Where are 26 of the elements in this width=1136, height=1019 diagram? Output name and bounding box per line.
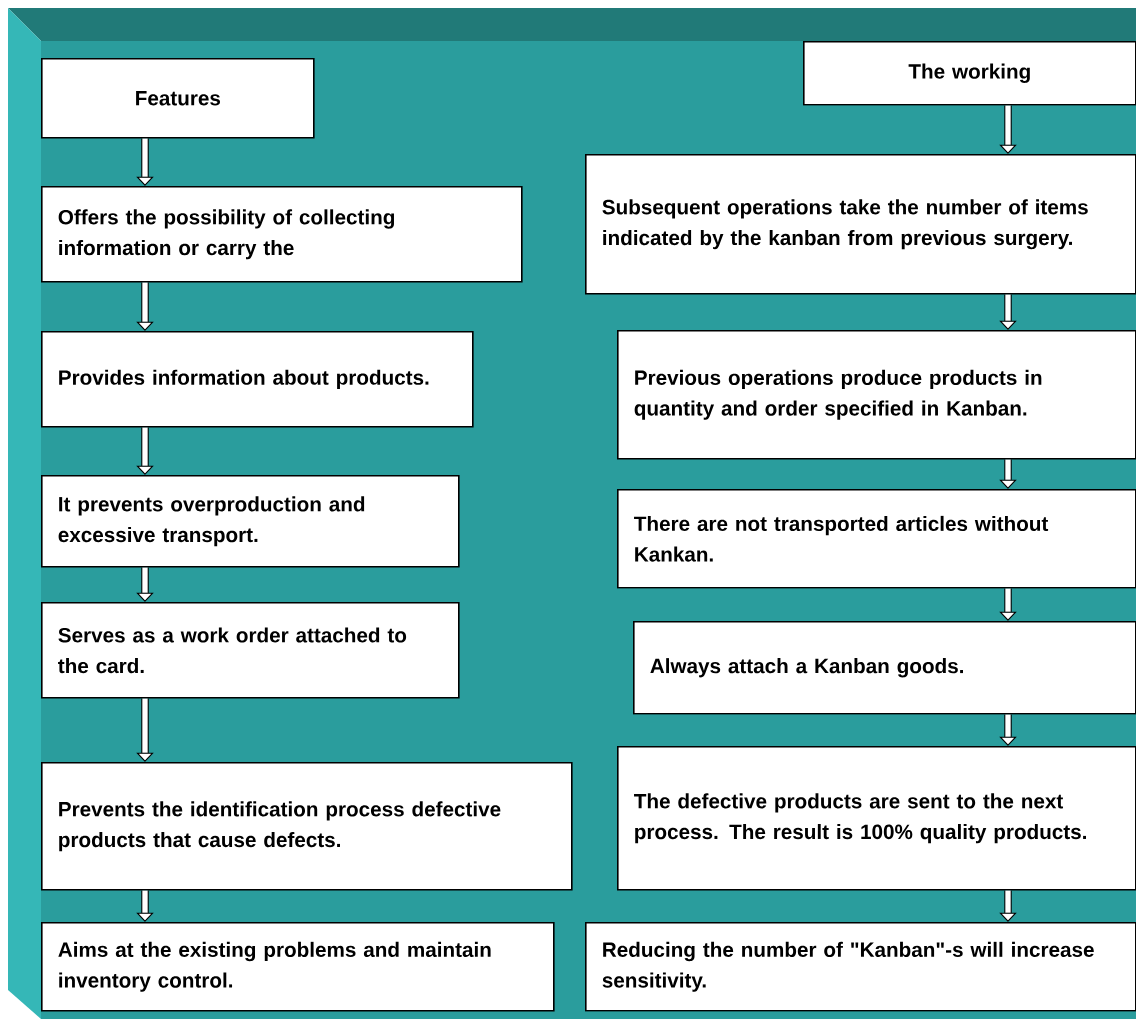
- arrow: [999, 294, 1017, 330]
- text-box: Reducing the number of "Kanban"-s will increase sensitivity.: [585, 922, 1136, 1012]
- text-box: Serves as a work order attached to the card.: [41, 602, 460, 699]
- arrow: [999, 105, 1017, 154]
- arrow: [136, 427, 154, 475]
- arrow: [136, 890, 154, 922]
- arrow: [999, 890, 1017, 922]
- text-box: Previous operations produce products in quantity and order specified in Kanban.: [617, 330, 1136, 460]
- text-box: Always attach a Kanban goods.: [633, 621, 1136, 715]
- arrow: [136, 282, 154, 331]
- text-box: Provides information about products.: [41, 331, 474, 428]
- arrow: [999, 588, 1017, 621]
- text-box: There are not transported articles without Kankan.: [617, 489, 1136, 589]
- arrow: [999, 714, 1017, 746]
- text-box: Features: [41, 58, 315, 139]
- text-box: Subsequent operations take the number of items indicated by the kanban from previous surgery.: [585, 154, 1136, 295]
- arrow: [136, 698, 154, 762]
- text-box: Offers the possibility of collecting information or carry the: [41, 186, 523, 283]
- arrow: [999, 459, 1017, 489]
- text-box: Aims at the existing problems and maintain inventory control.: [41, 922, 555, 1012]
- text-box: It prevents overproduction and excessive transport.: [41, 475, 460, 568]
- text-box: The defective products are sent to the next process. The result is 100% quality products.: [617, 746, 1136, 891]
- arrow: [136, 138, 154, 186]
- text-box: Prevents the identification process defective products that cause defects.: [41, 762, 573, 891]
- arrow: [136, 567, 154, 602]
- text-box: The working: [803, 41, 1136, 106]
